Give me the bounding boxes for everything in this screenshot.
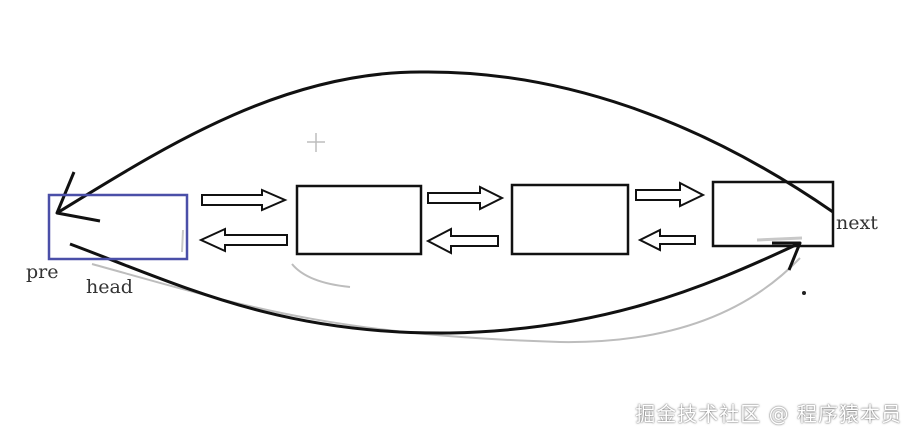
backward-arrow-2	[425, 227, 499, 255]
arrowhead-pre	[55, 171, 101, 223]
faint-mark-in-head	[181, 229, 184, 253]
node-3-box	[510, 183, 630, 256]
dot-mark	[802, 291, 806, 295]
forward-arrow-3	[635, 181, 706, 208]
head-label: head	[86, 276, 133, 298]
watermark: 掘金技术社区 @ 程序猿本员	[635, 402, 902, 426]
faint-smudge-under-node-2	[291, 263, 351, 288]
backward-arrow-3	[637, 228, 696, 252]
arrowhead-next	[772, 241, 802, 271]
head-node-box	[47, 193, 189, 261]
sparkle-icon	[307, 133, 325, 152]
backward-arrow-1	[198, 227, 288, 253]
next-label: next	[836, 212, 878, 234]
faint-lower-curve	[91, 257, 801, 344]
forward-arrow-1	[201, 188, 288, 212]
tail-node-box	[711, 180, 835, 248]
faint-smudge-in-tail	[756, 236, 803, 242]
lower-curve-head-to-next	[69, 241, 801, 335]
node-2-box	[295, 184, 423, 256]
pre-label: pre	[26, 261, 59, 283]
upper-curve-next-to-pre	[56, 70, 834, 215]
forward-arrow-2	[427, 185, 505, 211]
